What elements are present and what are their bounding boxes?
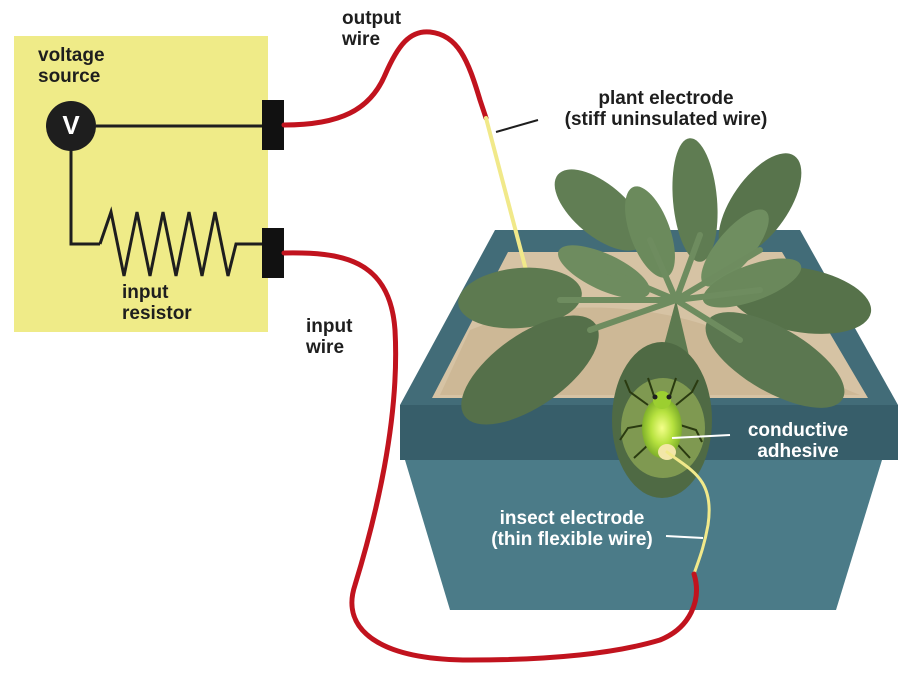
pot-front [405, 460, 882, 610]
voltmeter-symbol: V [62, 110, 80, 140]
insect-electrode [665, 450, 711, 576]
conductive-adhesive-label: conductive adhesive [747, 420, 849, 462]
voltmeter-icon [46, 101, 96, 151]
insect [619, 377, 705, 478]
input-wire [281, 250, 699, 663]
resistor-zigzag [98, 206, 268, 277]
plant-electrode [484, 116, 528, 272]
input-wire-label: input wire [306, 316, 353, 358]
insect-electrode-label: insect electrode (thin flexible wire) [491, 508, 653, 550]
voltage-source-box [14, 36, 268, 332]
input-resistor-label: input resistor [122, 282, 192, 324]
output-wire-label: output wire [342, 8, 402, 50]
output-terminal [262, 100, 284, 150]
plant-electrode-pointer [495, 119, 539, 133]
voltage-source-label: voltage source [38, 45, 105, 87]
insect-electrode-pointer [665, 535, 704, 539]
resistor-lead [69, 150, 100, 246]
adhesive-pointer [671, 434, 731, 439]
plant-electrode-label: plant electrode (stiff uninsulated wire) [564, 88, 768, 130]
output-wire [281, 29, 489, 128]
input-terminal [262, 228, 284, 278]
